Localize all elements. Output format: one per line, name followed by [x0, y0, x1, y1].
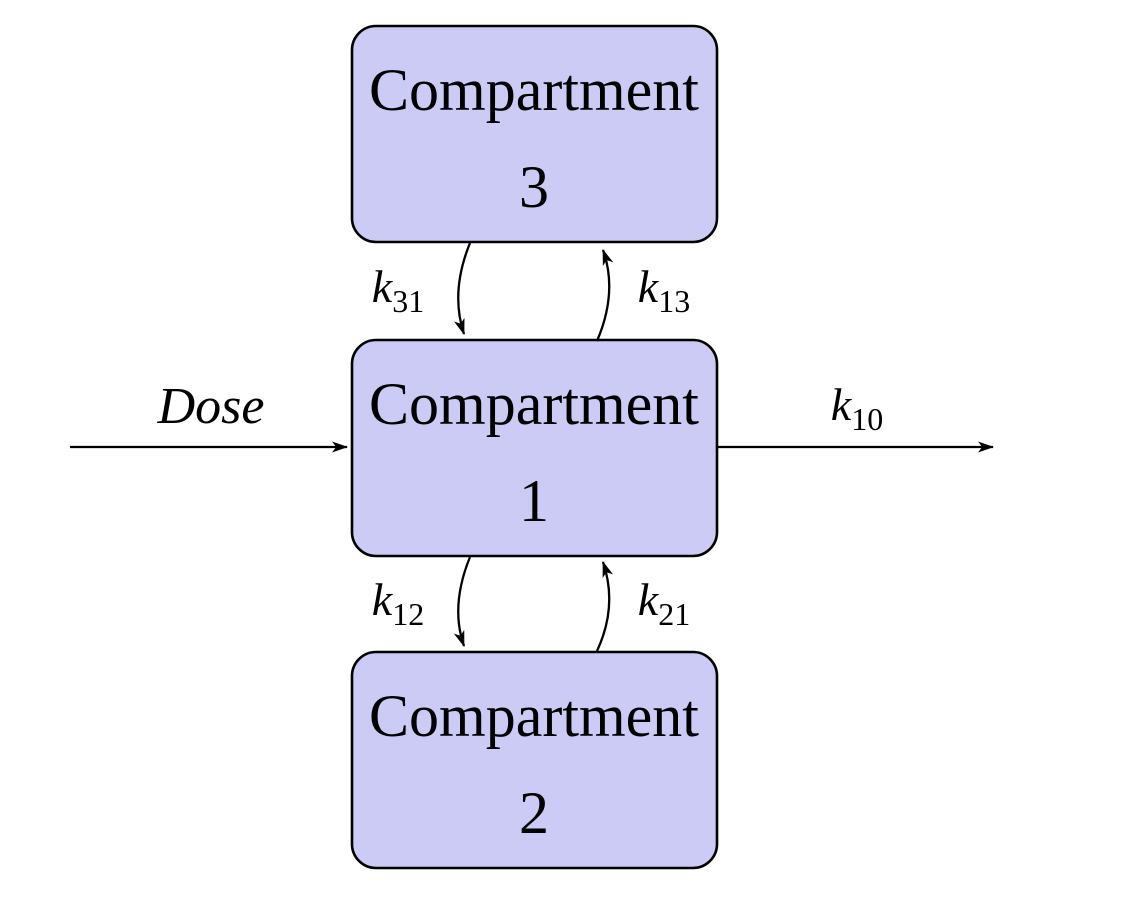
- k12-label-base: k: [372, 574, 394, 625]
- k12-transfer: k12: [372, 556, 472, 647]
- compartment-1-label-line1: Compartment: [369, 371, 699, 437]
- compartment-2-box: [350, 650, 719, 870]
- k12-arrow: [453, 556, 472, 647]
- k13-label-sub: 13: [658, 283, 690, 319]
- k31-label-sub: 31: [392, 283, 424, 319]
- k10-label: k10: [831, 379, 883, 437]
- compartment-1-label-line2: 1: [519, 468, 549, 534]
- k12-label: k12: [372, 574, 424, 632]
- k13-arrow: [595, 249, 614, 342]
- compartment-3-label-line2: 3: [519, 154, 549, 220]
- k31-transfer: k31: [372, 242, 472, 335]
- k21-transfer: k21: [595, 561, 690, 652]
- k10-label-base: k: [831, 379, 853, 430]
- compartment-3: Compartment 3: [350, 24, 719, 244]
- compartment-2-label-line2: 2: [519, 780, 549, 846]
- k21-arrow: [595, 561, 614, 652]
- compartment-3-label-line1: Compartment: [369, 57, 699, 123]
- k31-label-base: k: [372, 261, 394, 312]
- compartment-2: Compartment 2: [350, 650, 719, 870]
- k21-label-sub: 21: [658, 596, 690, 632]
- compartment-2-label-line1: Compartment: [369, 683, 699, 749]
- k13-label: k13: [638, 261, 690, 319]
- compartment-3-box: [350, 24, 719, 244]
- k31-label: k31: [372, 261, 424, 319]
- k13-label-base: k: [638, 261, 660, 312]
- k12-label-sub: 12: [392, 596, 424, 632]
- k31-arrow: [454, 242, 472, 335]
- dose-label: Dose: [157, 378, 265, 435]
- k21-label-base: k: [638, 574, 660, 625]
- dose-input: Dose: [70, 378, 348, 453]
- k21-label: k21: [638, 574, 690, 632]
- k10-elimination: k10: [717, 379, 994, 453]
- compartment-1: Compartment 1: [350, 338, 719, 558]
- k13-transfer: k13: [595, 249, 690, 342]
- k10-label-sub: 10: [851, 401, 883, 437]
